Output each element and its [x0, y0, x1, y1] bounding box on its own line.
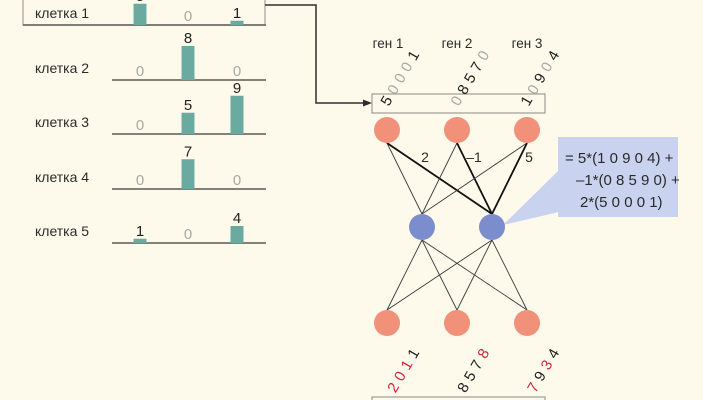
- expression-bar: [133, 238, 147, 243]
- weight-label-1: 2: [421, 149, 429, 165]
- callout-line-2: –1*(0 8 5 9 0) +: [576, 172, 680, 189]
- input-vector-digit: 1: [404, 48, 423, 64]
- output-vector-digit: 1: [404, 346, 423, 362]
- cell-row: клетка 3 0 5 9: [35, 80, 266, 135]
- edge-hidden-2-output-1: [386, 239, 493, 311]
- edge-hidden-1-output-1: [386, 239, 423, 311]
- expression-bar: [181, 46, 195, 80]
- bar-value-label: 0: [233, 172, 241, 189]
- expression-bar: [181, 159, 195, 189]
- input-node-3: [514, 117, 540, 143]
- callout-pointer: [503, 170, 559, 225]
- gene-label-2: ген 2: [442, 36, 473, 51]
- input-vector-digit: 0: [474, 48, 493, 64]
- bar-value-label: 0: [184, 226, 192, 243]
- output-vector-digit: 8: [474, 346, 493, 362]
- cell-label: клетка 5: [35, 223, 89, 239]
- cell-row: клетка 5 1 0 4: [35, 210, 266, 244]
- network-nodes: [374, 117, 540, 336]
- input-node-2: [444, 117, 470, 143]
- hidden-node-2: [479, 214, 505, 240]
- bar-value-label: 0: [184, 8, 192, 25]
- bar-value-label: 5: [136, 0, 144, 5]
- weight-label-2: –1: [466, 149, 482, 165]
- gene-label-3: ген 3: [512, 36, 543, 51]
- output-node-1: [374, 310, 400, 336]
- edge-input-3-hidden-1: [421, 142, 528, 215]
- bar-value-label: 4: [233, 210, 241, 227]
- cell-label: клетка 3: [35, 114, 89, 130]
- connector-arrow: [265, 4, 372, 107]
- expression-bar: [230, 226, 244, 243]
- cell-row: клетка 2 0 8 0: [35, 30, 266, 81]
- output-vector-digit: 4: [544, 346, 563, 362]
- output-node-3: [514, 310, 540, 336]
- output-node-2: [444, 310, 470, 336]
- bar-value-label: 0: [233, 63, 241, 80]
- bar-value-label: 5: [184, 97, 192, 114]
- input-node-1: [374, 117, 400, 143]
- bar-value-label: 0: [136, 117, 144, 134]
- callout-line-1: = 5*(1 0 9 0 4) +: [565, 150, 674, 167]
- bar-value-label: 0: [136, 63, 144, 80]
- edge-hidden-2-output-2: [456, 239, 493, 311]
- callout: = 5*(1 0 9 0 4) + –1*(0 8 5 9 0) + 2*(5 …: [503, 137, 680, 225]
- callout-box: [558, 137, 678, 217]
- cell-label: клетка 2: [35, 60, 89, 76]
- cell-row: клетка 4 0 7 0: [35, 143, 266, 190]
- expression-bar: [230, 95, 244, 134]
- bar-value-label: 8: [184, 30, 192, 47]
- arrowhead-icon: [363, 99, 372, 107]
- cell-label: клетка 4: [35, 169, 89, 185]
- hidden-node-1: [409, 214, 435, 240]
- edge-hidden-2-output-3: [491, 239, 528, 311]
- output-vector-box: [371, 396, 546, 400]
- weight-label-3: 5: [525, 149, 533, 165]
- expression-bar: [230, 20, 244, 25]
- expression-bar: [181, 112, 195, 134]
- callout-line-3: 2*(5 0 0 0 1): [580, 194, 663, 211]
- bar-value-label: 0: [136, 172, 144, 189]
- edge-input-1-hidden-1: [386, 142, 423, 215]
- gene-label-1: ген 1: [373, 36, 404, 51]
- bar-value-label: 1: [233, 5, 241, 22]
- edge-input-2-hidden-1: [421, 142, 458, 215]
- bar-value-label: 7: [184, 143, 192, 160]
- input-vector-digit: 4: [544, 48, 563, 64]
- bar-value-label: 1: [136, 223, 144, 240]
- edge-input-3-hidden-2: [491, 142, 528, 215]
- cell-label: клетка 1: [35, 5, 89, 21]
- bar-value-label: 9: [233, 80, 241, 97]
- network-edges: [386, 142, 528, 311]
- input-vector-box: [371, 93, 546, 114]
- cell-row: клетка 1 5 0 1: [22, 0, 266, 26]
- expression-bar: [133, 3, 147, 25]
